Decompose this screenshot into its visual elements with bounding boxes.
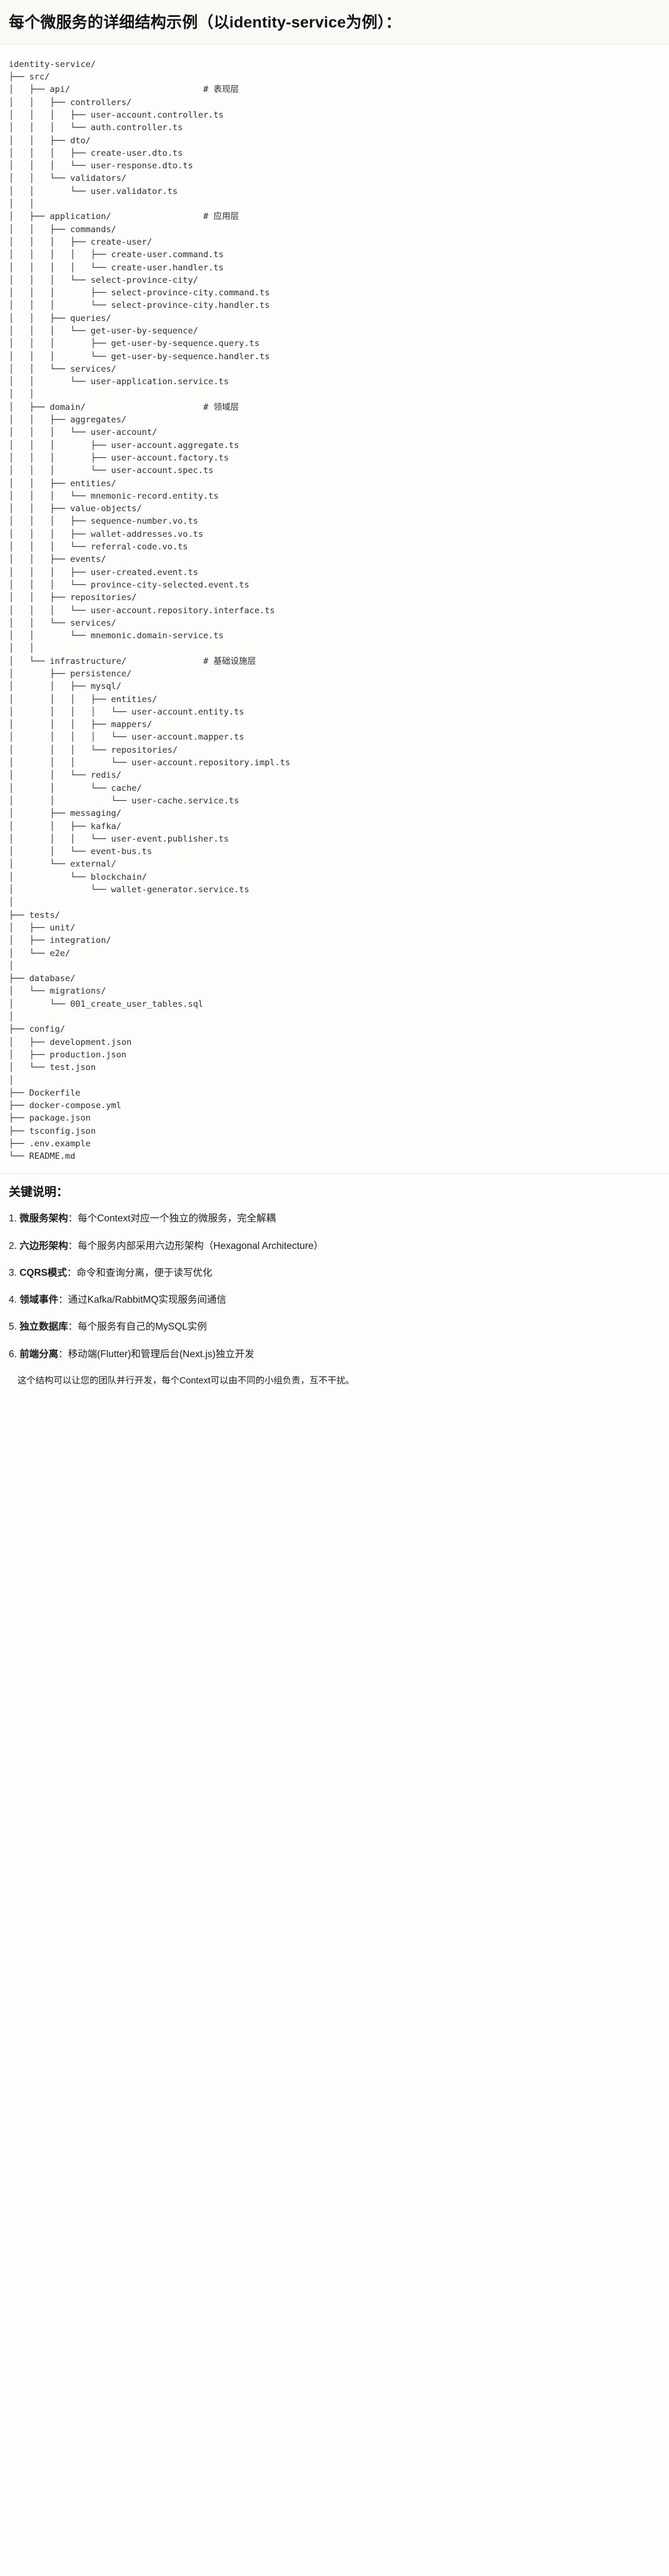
note-item-4: 4. 领域事件：通过Kafka/RabbitMQ实现服务间通信 (9, 1293, 660, 1307)
directory-tree: identity-service/ ├── src/ │ ├── api/ # … (9, 59, 291, 1162)
note-item-2: 2. 六边形架构：每个服务内部采用六边形架构（Hexagonal Archite… (9, 1239, 660, 1253)
note-item-6: 6. 前端分离：移动端(Flutter)和管理后台(Next.js)独立开发 (9, 1347, 660, 1362)
note-desc: ：移动端(Flutter)和管理后台(Next.js)独立开发 (58, 1348, 254, 1360)
note-number: 1. (9, 1213, 20, 1224)
page-title: 每个微服务的详细结构示例（以identity-service为例）： (9, 14, 401, 31)
note-desc: ：通过Kafka/RabbitMQ实现服务间通信 (58, 1295, 226, 1306)
note-item-3: 3. CQRS模式：命令和查询分离，便于读写优化 (9, 1266, 660, 1280)
note-desc: ：每个服务内部采用六边形架构（Hexagonal Architecture） (68, 1240, 324, 1251)
note-term: 六边形架构 (19, 1240, 68, 1251)
directory-tree-block: identity-service/ ├── src/ │ ├── api/ # … (0, 44, 669, 1173)
note-term: 微服务架构 (19, 1213, 68, 1224)
note-desc: ：每个服务有自己的MySQL实例 (68, 1321, 207, 1333)
page-root: 每个微服务的详细结构示例（以identity-service为例）： ident… (0, 0, 669, 1406)
note-number: 2. (9, 1240, 20, 1251)
key-notes-section: 关键说明： 1. 微服务架构：每个Context对应一个独立的微服务，完全解耦 … (0, 1173, 669, 1406)
key-notes-list: 1. 微服务架构：每个Context对应一个独立的微服务，完全解耦 2. 六边形… (9, 1211, 660, 1362)
note-number: 6. (9, 1348, 20, 1360)
note-number: 3. (9, 1267, 20, 1278)
note-item-5: 5. 独立数据库：每个服务有自己的MySQL实例 (9, 1320, 660, 1334)
note-term: 独立数据库 (19, 1321, 68, 1333)
key-notes-title: 关键说明： (9, 1185, 69, 1199)
note-number: 4. (9, 1295, 20, 1306)
closing-paragraph: 这个结构可以让您的团队并行开发，每个Context可以由不同的小组负责，互不干扰… (18, 1375, 355, 1386)
note-desc: ：每个Context对应一个独立的微服务，完全解耦 (68, 1213, 276, 1224)
note-term: CQRS模式 (19, 1267, 68, 1278)
note-term: 领域事件 (19, 1295, 59, 1306)
note-desc: ：命令和查询分离，便于读写优化 (67, 1267, 213, 1278)
note-item-1: 1. 微服务架构：每个Context对应一个独立的微服务，完全解耦 (9, 1211, 660, 1226)
header-band: 每个微服务的详细结构示例（以identity-service为例）： (0, 0, 669, 44)
note-term: 前端分离 (19, 1348, 59, 1360)
note-number: 5. (9, 1321, 20, 1333)
